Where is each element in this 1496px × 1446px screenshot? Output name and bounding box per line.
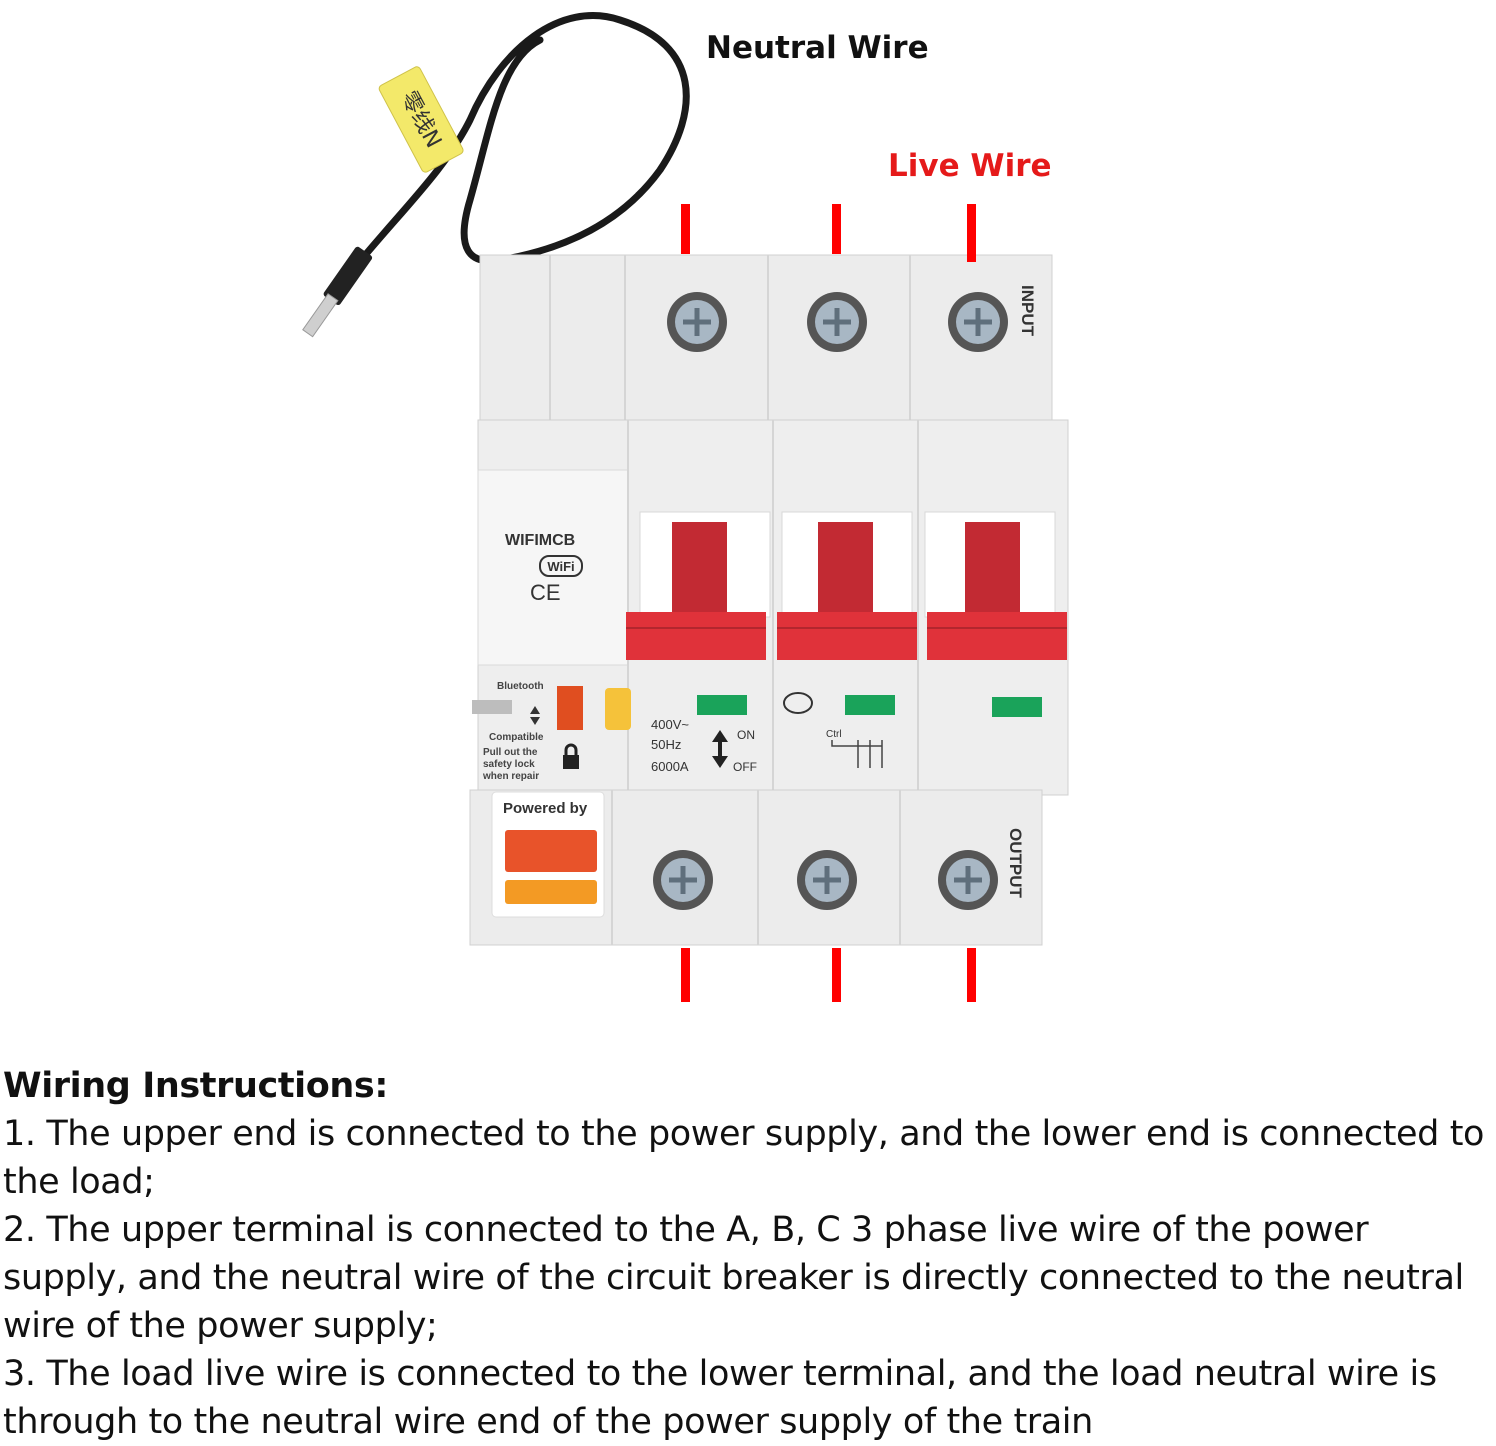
instruction-item-1: 1. The upper end is connected to the pow… xyxy=(3,1114,1485,1202)
wiring-instructions: Wiring Instructions: 1. The upper end is… xyxy=(3,1062,1493,1446)
live-wire-marker-top-2 xyxy=(832,204,841,254)
switch-handle-2[interactable] xyxy=(777,511,917,660)
mode-lever[interactable] xyxy=(557,686,583,730)
status-indicator-2 xyxy=(845,695,895,715)
output-screw-1[interactable] xyxy=(653,850,713,910)
wifi-badge: WiFi xyxy=(547,559,574,574)
on-label: ON xyxy=(737,728,755,742)
wiring-symbol-icon xyxy=(831,740,883,768)
instruction-item-2: 2. The upper terminal is connected to th… xyxy=(3,1210,1464,1346)
padlock-icon xyxy=(563,743,579,769)
live-wire-marker-top-3 xyxy=(967,204,976,262)
status-indicator-1 xyxy=(697,695,747,715)
breaker-diagram: 零线N xyxy=(302,12,1069,946)
rating-capacity: 6000A xyxy=(651,759,689,774)
bluetooth-slot xyxy=(472,700,512,714)
wifi-badge-frame xyxy=(539,555,583,577)
switch-handle-1[interactable] xyxy=(626,511,771,660)
output-screw-2[interactable] xyxy=(797,850,857,910)
status-indicator-3 xyxy=(992,697,1042,717)
live-wire-marker-bottom-1 xyxy=(681,948,690,1002)
input-screw-3[interactable] xyxy=(948,292,1008,352)
instructions-heading: Wiring Instructions: xyxy=(3,1066,388,1106)
safety-lock-tab[interactable] xyxy=(605,688,631,730)
live-wire-marker-bottom-3 xyxy=(967,948,976,1002)
wire-ferrule xyxy=(302,246,373,338)
live-wire-marker-bottom-2 xyxy=(832,948,841,1002)
output-label: OUTPUT xyxy=(1006,828,1025,899)
powered-by-label: Powered by xyxy=(503,800,588,817)
rating-voltage: 400V~ xyxy=(651,717,689,732)
switch-handle-3[interactable] xyxy=(924,511,1067,660)
on-off-arrow-icon xyxy=(712,730,728,768)
compatible-label: Compatible xyxy=(489,732,544,743)
input-screw-2[interactable] xyxy=(807,292,867,352)
safety-line-3: when repair xyxy=(482,771,539,782)
ccc-mark-icon xyxy=(783,692,813,714)
input-label: INPUT xyxy=(1018,285,1037,337)
rating-frequency: 50Hz xyxy=(651,737,681,752)
bluetooth-label: Bluetooth xyxy=(497,681,544,692)
live-wire-marker-top-1 xyxy=(681,204,690,254)
live-wire-label: Live Wire xyxy=(888,148,1052,184)
input-screw-1[interactable] xyxy=(667,292,727,352)
instruction-item-3: 3. The load live wire is connected to th… xyxy=(3,1354,1437,1442)
ce-mark: CE xyxy=(530,580,561,605)
safety-line-2: safety lock xyxy=(483,759,535,770)
output-screw-3[interactable] xyxy=(938,850,998,910)
neutral-wire-tag: 零线N xyxy=(378,66,464,173)
up-down-arrow-icon xyxy=(530,706,540,725)
neutral-wire-cable xyxy=(326,12,690,304)
safety-line-1: Pull out the xyxy=(483,747,538,758)
powered-by-logo xyxy=(491,791,605,918)
device-model: WIFIMCB xyxy=(505,532,575,549)
off-label: OFF xyxy=(733,760,757,774)
neutral-wire-label: Neutral Wire xyxy=(706,30,929,66)
ctrl-label: Ctrl xyxy=(826,729,842,740)
